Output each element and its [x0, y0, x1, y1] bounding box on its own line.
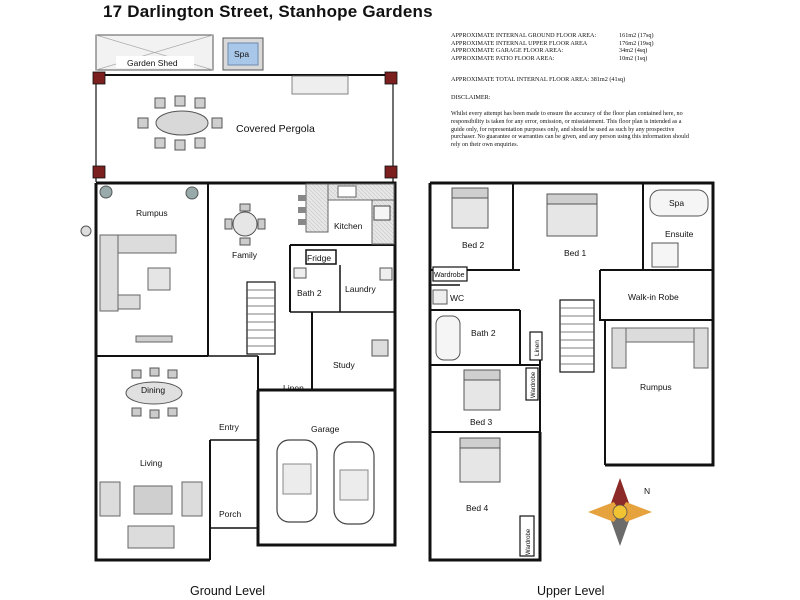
toilet-icon	[293, 267, 307, 279]
room-label-porch: Porch	[219, 509, 241, 519]
room-label-bed2: Bed 2	[462, 240, 484, 250]
garden-shed	[95, 34, 214, 71]
garage-cars	[276, 439, 375, 525]
area-label: Approximate internal upper floor area	[451, 39, 588, 47]
room-label-bed1: Bed 1	[564, 248, 586, 258]
tap-icon	[80, 225, 92, 237]
upper-staircase	[559, 299, 595, 373]
linen-cupboard	[529, 331, 543, 361]
room-label-rumpus-upper: Rumpus	[640, 382, 672, 392]
room-label-rumpus: Rumpus	[136, 208, 168, 218]
area-label: Approximate patio floor area:	[451, 54, 555, 62]
room-label-bath2-ground: Bath 2	[297, 288, 322, 298]
area-row-ground: Approximate internal ground floor area: 1…	[451, 32, 691, 40]
room-label-kitchen: Kitchen	[334, 221, 363, 231]
room-label-entry: Entry	[219, 422, 240, 432]
room-label-garage: Garage	[311, 424, 340, 434]
dining-table	[125, 367, 183, 419]
area-row-garage: Approximate garage floor area: 34m2 (4sq)	[451, 47, 691, 55]
ground-staircase	[246, 281, 276, 355]
room-label-study: Study	[333, 360, 355, 370]
room-label-bed4: Bed 4	[466, 503, 488, 513]
room-label-bed3: Bed 3	[470, 417, 492, 427]
area-row-upper: Approximate internal upper floor area 176…	[451, 40, 691, 48]
total-area-value: 381m2 (41sq)	[590, 76, 626, 83]
area-label: Approximate garage floor area:	[451, 47, 564, 55]
room-label-family: Family	[232, 250, 258, 260]
covered-pergola-area	[92, 71, 398, 182]
plan-title: 17 Darlington Street, Stanhope Gardens	[103, 2, 433, 21]
room-label-linen-upper: Linen	[534, 340, 541, 356]
ensuite-spa	[649, 189, 709, 217]
room-label-bath2-upper: Bath 2	[471, 328, 496, 338]
plant-icon	[99, 185, 113, 199]
bed-1	[546, 193, 598, 237]
area-value: 176m2 (19sq)	[619, 39, 654, 47]
area-value: 161m2 (17sq)	[619, 32, 654, 39]
room-label-spa: Spa	[234, 49, 249, 59]
ground-level-plan: Garden Shed Spa Co	[80, 34, 398, 598]
area-row-patio: Approximate patio floor area: 10m2 (1sq)	[451, 55, 691, 63]
level-label-upper: Upper Level	[537, 584, 604, 598]
room-label-living: Living	[140, 458, 162, 468]
compass-icon	[588, 478, 652, 546]
wardrobe-box-bed2	[432, 266, 468, 282]
ensuite-shower	[651, 242, 679, 268]
room-label-fridge: Fridge	[307, 253, 331, 263]
area-value: 34m2 (4sq)	[619, 47, 648, 55]
plant-icon	[185, 186, 199, 200]
toilet-icon	[432, 289, 448, 305]
ground-walls	[94, 181, 397, 562]
family-dining-table	[224, 203, 266, 246]
total-area-label: Approximate total internal floor area:	[451, 76, 590, 83]
area-value: 10m2 (1sq)	[619, 54, 648, 62]
upper-level-plan: Bed 2 Wardrobe Bed 1 Spa Ensuite WC Walk…	[428, 181, 715, 598]
kitchen-benches	[298, 183, 395, 245]
rumpus-sofa	[99, 234, 177, 343]
room-label-linen-ground: Linen	[283, 383, 304, 393]
bathtub	[435, 315, 461, 361]
room-label-laundry: Laundry	[345, 284, 376, 294]
room-label-wardrobe-bed2: Wardrobe	[434, 272, 465, 279]
disclaimer-heading: Disclaimer:	[451, 94, 491, 101]
bed-2	[451, 187, 489, 229]
spa-tub	[222, 37, 264, 71]
study-desk	[371, 339, 389, 357]
room-label-spa-upper: Spa	[669, 198, 684, 208]
room-label-wc: WC	[450, 293, 464, 303]
room-label-dining: Dining	[141, 385, 165, 395]
room-label-wardrobe-bed4: Wardrobe	[526, 528, 532, 555]
laundry-tub-icon	[379, 267, 393, 281]
room-label-garden-shed: Garden Shed	[127, 58, 178, 68]
outdoor-dining-setting	[137, 95, 223, 151]
room-label-wardrobe-bed3: Wardrobe	[531, 371, 537, 398]
upper-rumpus-sofa	[611, 327, 709, 369]
disclaimer-text: Whilst every attempt has been made to en…	[451, 111, 689, 149]
bed-4	[459, 437, 501, 483]
room-label-ensuite: Ensuite	[665, 229, 694, 239]
living-furniture	[99, 481, 203, 549]
bed-3	[463, 369, 501, 411]
room-label-walk-in-robe: Walk-in Robe	[628, 292, 679, 302]
area-summary: Approximate internal ground floor area: 1…	[451, 32, 691, 62]
compass-north-label: N	[644, 486, 650, 496]
fridge-space	[305, 249, 337, 265]
area-label: Approximate internal ground floor area:	[451, 32, 597, 39]
total-area: Approximate total internal floor area: 3…	[451, 76, 751, 83]
level-label-ground: Ground Level	[190, 584, 265, 598]
room-label-covered-pergola: Covered Pergola	[236, 123, 315, 135]
wardrobe-box-bed3	[525, 367, 539, 401]
wardrobe-box-bed4	[519, 515, 535, 557]
